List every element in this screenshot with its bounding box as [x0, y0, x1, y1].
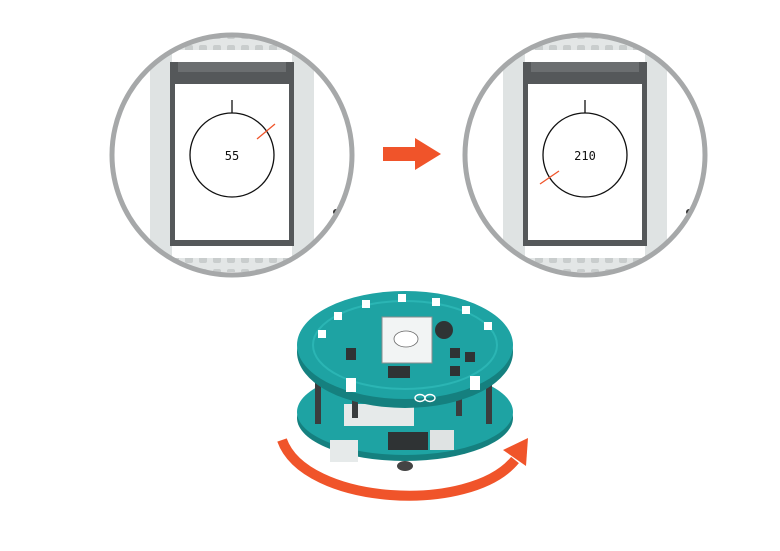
standoff: [315, 380, 321, 424]
rail-left: [150, 35, 172, 275]
standoff: [486, 382, 492, 424]
dial-value: 55: [225, 149, 239, 163]
zoom-before: 55: [109, 32, 355, 278]
button: [450, 366, 460, 376]
button: [465, 352, 475, 362]
button: [450, 348, 460, 358]
rail-right: [645, 35, 667, 275]
curved-rotation-arrow-icon: [277, 437, 528, 501]
robot-illustration: [297, 291, 513, 471]
zoom-frame: [462, 32, 708, 278]
dial-needle: [539, 170, 560, 185]
dial-needle: [256, 123, 276, 140]
rail-left: [503, 35, 525, 275]
compass-dial-after: 210: [539, 100, 628, 198]
zoom-frame: [109, 32, 355, 278]
arrow-right-icon: [383, 138, 441, 170]
speaker: [435, 321, 453, 339]
compass-dial-before: 55: [189, 100, 276, 198]
rail-right: [292, 35, 314, 275]
zoom-after: 210: [462, 32, 708, 278]
dial-value: 210: [574, 149, 596, 163]
infinity-logo: [414, 393, 436, 403]
